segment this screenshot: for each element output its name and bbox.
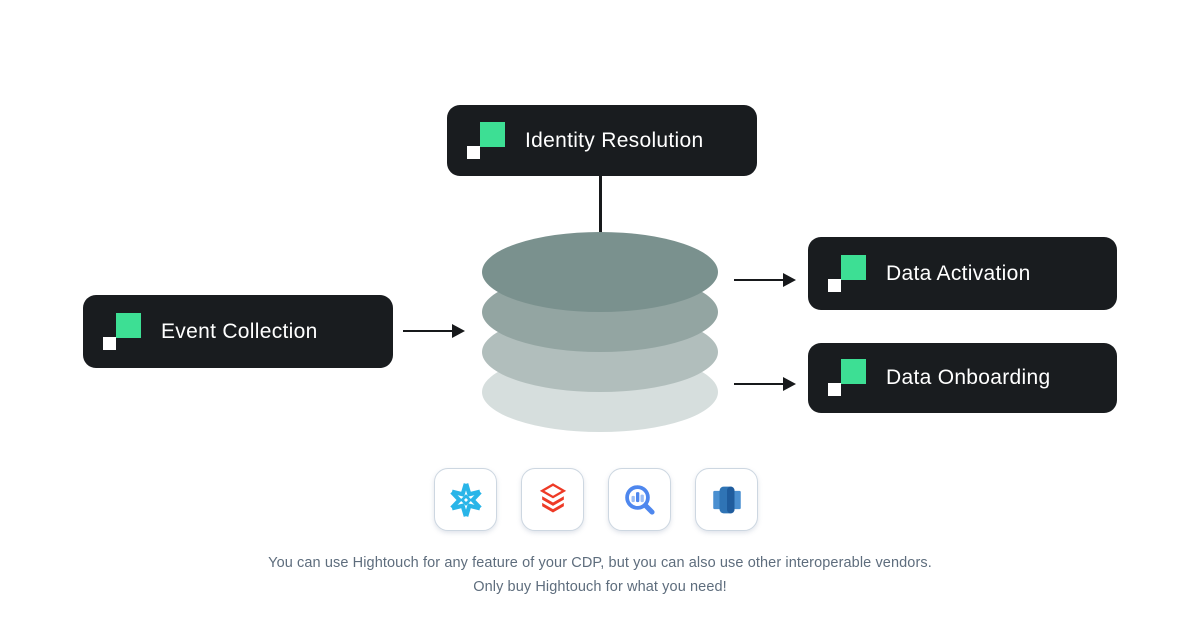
snowflake-icon [449,482,482,517]
bigquery-icon [624,484,655,515]
vendor-tile-bigquery [608,468,671,531]
hightouch-logo [828,359,866,397]
vendor-tile-row [434,468,758,531]
node-label: Event Collection [161,319,318,343]
hightouch-logo [103,312,141,351]
logo-white-square [828,278,841,292]
arrow-head-icon [783,273,796,287]
node-label: Data Onboarding [886,366,1051,389]
logo-white-square [103,336,116,350]
warehouse-layer [482,232,718,312]
arrow-warehouse-to-activation [734,272,796,288]
vendor-tile-redshift [695,468,758,531]
logo-green-square [116,312,141,338]
arrow-event-to-warehouse [403,323,465,339]
arrow-line [403,329,452,333]
vendor-tile-snowflake [434,468,497,531]
arrow-line [734,278,783,282]
vendor-tile-databricks [521,468,584,531]
node-label: Identity Resolution [525,128,704,152]
arrow-head-icon [783,377,796,391]
arrow-warehouse-to-onboarding [734,376,796,392]
node-event-collection: Event Collection [83,295,393,368]
caption: You can use Hightouch for any feature of… [0,552,1200,599]
connector-identity-to-warehouse [598,176,602,242]
arrow-line [734,382,783,386]
arrow-head-icon [452,324,465,338]
logo-green-square [841,359,866,384]
logo-green-square [841,254,866,280]
logo-green-square [480,121,505,147]
node-label: Data Activation [886,261,1031,285]
node-data-activation: Data Activation [808,237,1117,310]
logo-white-square [828,383,841,396]
redshift-icon [712,486,741,513]
databricks-icon [539,482,566,512]
node-identity-resolution: Identity Resolution [447,105,757,176]
logo-white-square [467,145,480,159]
hightouch-logo [828,254,866,293]
hightouch-logo [467,121,505,160]
caption-line-2: Only buy Hightouch for what you need! [473,578,727,595]
caption-line-1: You can use Hightouch for any feature of… [268,555,932,571]
node-data-onboarding: Data Onboarding [808,343,1117,413]
